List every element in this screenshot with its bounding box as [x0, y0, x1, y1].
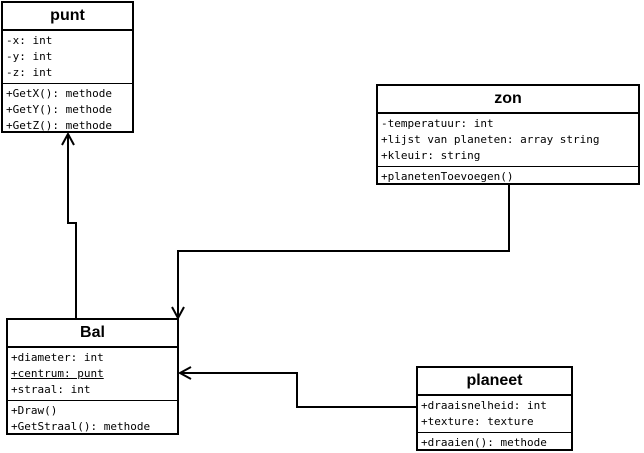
class-title: zon: [378, 86, 638, 114]
attribute: -y: int: [6, 50, 53, 63]
attribute: +draaisnelheid: int: [421, 399, 547, 412]
method: +GetX(): methode: [6, 87, 112, 100]
attribute: +straal: int: [11, 383, 91, 396]
method: +draaien(): methode: [421, 436, 547, 449]
attribute: -x: int: [6, 34, 53, 47]
relation-zon-bal: [177, 185, 510, 318]
attribute: +centrum: punt: [11, 367, 104, 380]
class-punt: punt -x: int -y: int -z: int +GetX(): me…: [1, 1, 134, 133]
attributes-section: -temperatuur: int +lijst van planeten: a…: [378, 114, 638, 167]
relation-bal-punt: [67, 134, 77, 318]
class-title: planeet: [418, 368, 571, 396]
class-zon: zon -temperatuur: int +lijst van planete…: [376, 84, 640, 185]
arrowhead-punt: [61, 131, 75, 146]
method: +GetZ(): methode: [6, 119, 112, 132]
relation-planeet-bal: [180, 372, 416, 408]
attribute: -z: int: [6, 66, 53, 79]
methods-section: +Draw() +GetStraal(): methode: [8, 401, 177, 437]
class-bal: Bal +diameter: int +centrum: punt +straa…: [6, 318, 179, 435]
methods-section: +GetX(): methode +GetY(): methode +GetZ(…: [3, 84, 132, 136]
class-title: punt: [3, 3, 132, 31]
arrowhead-bal-from-planeet: [177, 366, 192, 380]
class-title: Bal: [8, 320, 177, 348]
attributes-section: -x: int -y: int -z: int: [3, 31, 132, 84]
attribute: +diameter: int: [11, 351, 104, 364]
methods-section: +draaien(): methode: [418, 433, 571, 453]
method: +planetenToevoegen(): [381, 170, 514, 183]
attributes-section: +diameter: int +centrum: punt +straal: i…: [8, 348, 177, 401]
method: +GetY(): methode: [6, 103, 112, 116]
method: +GetStraal(): methode: [11, 420, 151, 433]
attribute: +texture: texture: [421, 415, 534, 428]
attribute: -temperatuur: int: [381, 117, 494, 130]
attribute: +kleuir: string: [381, 149, 481, 162]
methods-section: +planetenToevoegen(): [378, 167, 638, 187]
attribute: +lijst van planeten: array string: [381, 133, 600, 146]
attributes-section: +draaisnelheid: int +texture: texture: [418, 396, 571, 433]
class-planeet: planeet +draaisnelheid: int +texture: te…: [416, 366, 573, 451]
method: +Draw(): [11, 404, 58, 417]
